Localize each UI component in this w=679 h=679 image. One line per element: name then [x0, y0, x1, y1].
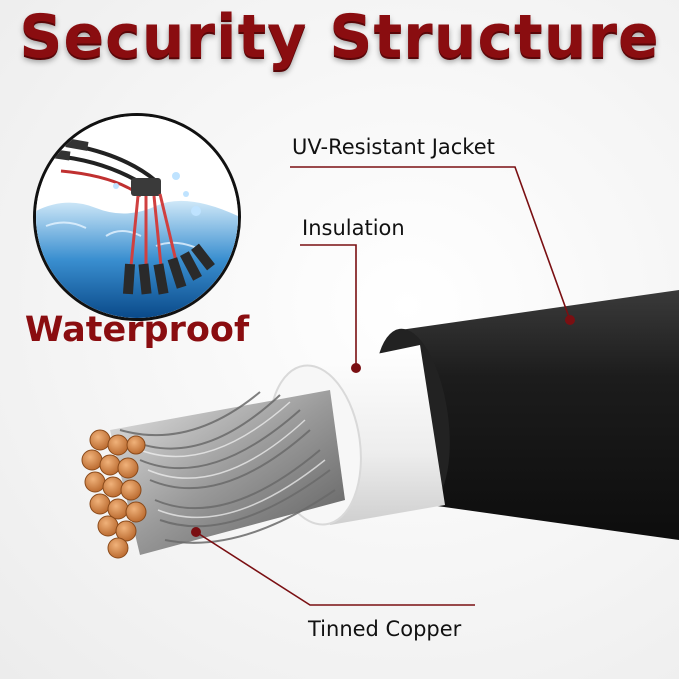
jacket [400, 290, 679, 540]
waterproof-badge [33, 113, 241, 321]
copper-ends [81, 429, 147, 559]
insulation-label: Insulation [302, 216, 405, 240]
waterproof-label: Waterproof [24, 310, 250, 350]
copper-leader [195, 531, 475, 606]
jacket-label: UV-Resistant Jacket [292, 135, 495, 159]
insulation-leader [300, 244, 357, 368]
jacket-leader [290, 166, 571, 321]
copper-label: Tinned Copper [308, 617, 462, 641]
page-title: Security Structure [19, 2, 660, 72]
waterproof-photo-icon [36, 116, 238, 318]
